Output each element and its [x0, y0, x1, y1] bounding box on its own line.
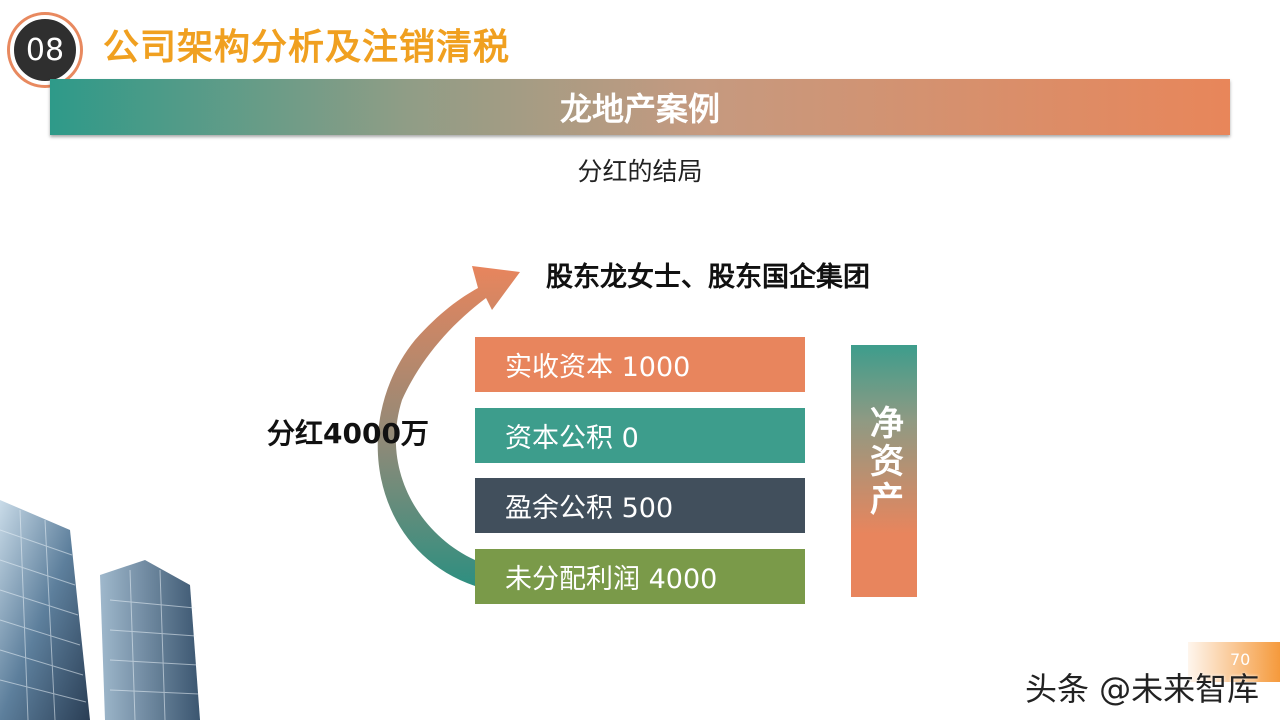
- title-banner: 龙地产案例: [50, 79, 1230, 135]
- equity-item-label: 实收资本 1000: [505, 352, 691, 383]
- equity-item-undistributed-profit: 未分配利润 4000: [475, 549, 805, 604]
- dividend-flow-arrow: [377, 266, 520, 586]
- slide-subtitle: 分红的结局: [577, 157, 703, 186]
- building-right: [100, 560, 200, 720]
- equity-item-capital-reserve: 资本公积 0: [475, 408, 805, 463]
- curved-arrow-shape: [377, 266, 520, 586]
- net-assets-label: 净资产: [863, 405, 904, 519]
- watermark-text: 头条 @未来智库: [1025, 670, 1260, 708]
- net-assets-bar: 净资产: [851, 345, 917, 597]
- page-number-tab: [1188, 642, 1280, 682]
- shareholders-label: 股东龙女士、股东国企集团: [546, 262, 870, 293]
- page-number: 70: [1230, 650, 1251, 669]
- banner-title: 龙地产案例: [559, 90, 720, 128]
- dividend-label: 分红4000万: [267, 417, 429, 450]
- equity-item-surplus-reserve: 盈余公积 500: [475, 478, 805, 533]
- equity-item-label: 资本公积 0: [505, 423, 639, 454]
- section-number: 08: [25, 32, 65, 68]
- skyscraper-image: [0, 500, 200, 720]
- equity-item-paid-in-capital: 实收资本 1000: [475, 337, 805, 392]
- section-title: 公司架构分析及注销清税: [103, 27, 511, 68]
- building-left: [0, 500, 90, 720]
- equity-item-label: 未分配利润 4000: [505, 564, 718, 595]
- section-number-badge: 08: [10, 15, 80, 85]
- equity-item-label: 盈余公积 500: [505, 493, 674, 524]
